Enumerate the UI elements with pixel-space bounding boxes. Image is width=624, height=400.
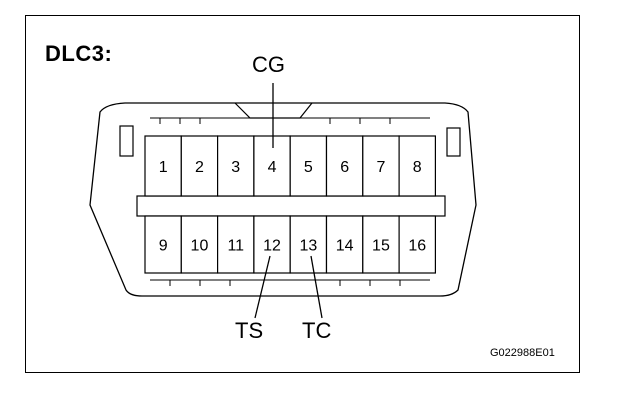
right-latch [446, 127, 461, 157]
callout-tc: TC [302, 318, 332, 343]
callout-ts: TS [235, 318, 264, 343]
pin-number-7: 7 [376, 159, 385, 176]
pin-number-3: 3 [231, 159, 240, 176]
bottom-pin-row: 9 10 11 12 13 14 15 16 [144, 215, 437, 274]
pin-cell-16 [398, 215, 437, 274]
center-divider-bar [136, 195, 446, 217]
top-edge-ticks [150, 117, 430, 124]
pin-cell-10 [180, 215, 219, 274]
pin-number-9: 9 [159, 238, 168, 255]
pin-number-2: 2 [195, 159, 204, 176]
pin-number-13: 13 [299, 238, 317, 255]
pin-cell-15 [362, 215, 400, 274]
pin-number-4: 4 [268, 159, 277, 176]
tc-leader-line [310, 255, 323, 319]
pin-number-16: 16 [408, 238, 426, 255]
left-latch [119, 125, 134, 157]
pin-number-12: 12 [263, 238, 281, 255]
top-pin-row: 1 2 3 4 5 6 7 8 [144, 135, 437, 197]
diagram-title: DLC3: [45, 41, 113, 66]
pin-cell-3 [217, 135, 255, 197]
pin-cell-5 [289, 135, 328, 197]
diagram-frame [25, 15, 580, 373]
ts-leader-line [254, 255, 271, 319]
bottom-edge-ticks [150, 279, 430, 286]
pin-number-6: 6 [340, 159, 349, 176]
pin-number-10: 10 [191, 238, 209, 255]
pin-cell-7 [362, 135, 400, 197]
callout-cg: CG [252, 52, 285, 77]
pin-number-14: 14 [336, 238, 354, 255]
pin-number-15: 15 [372, 238, 390, 255]
pin-number-5: 5 [304, 159, 313, 176]
connector-housing [89, 102, 477, 297]
pin-number-8: 8 [413, 159, 422, 176]
pin-cell-14 [325, 215, 364, 274]
pin-cell-12 [253, 215, 291, 274]
pin-cell-1 [144, 135, 182, 197]
pin-number-11: 11 [227, 238, 244, 255]
pin-cell-9 [144, 215, 182, 274]
pin-cell-8 [398, 135, 437, 197]
pin-cell-13 [289, 215, 328, 274]
pin-number-1: 1 [159, 159, 168, 176]
figure-id: G022988E01 [490, 347, 555, 359]
